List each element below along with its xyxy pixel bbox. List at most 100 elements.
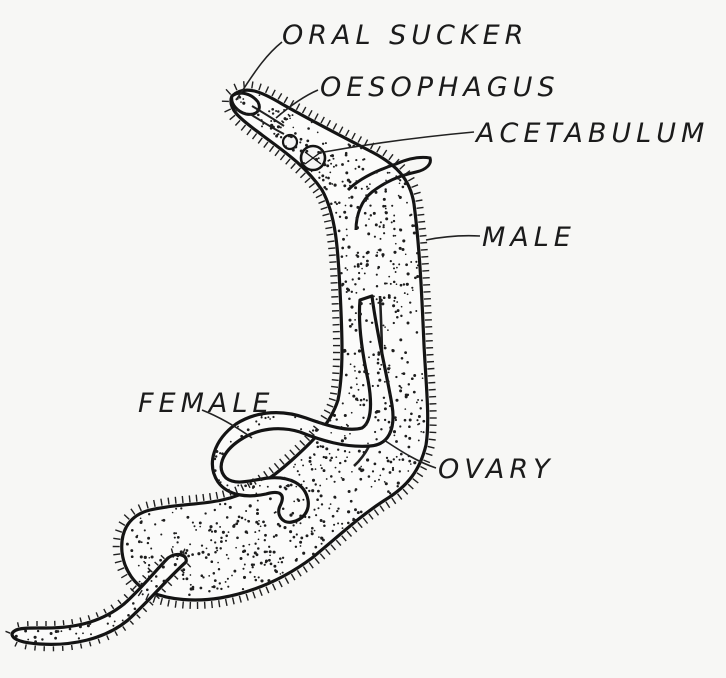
stipple-dot — [404, 435, 407, 438]
stipple-dot — [279, 516, 281, 518]
tegument-spine — [403, 489, 408, 494]
stipple-dot — [410, 412, 413, 415]
stipple-dot — [354, 186, 357, 189]
tegument-spine — [223, 491, 225, 498]
tegument-spine — [421, 250, 428, 251]
tegument-spine — [331, 386, 338, 387]
tegument-spine — [246, 594, 248, 601]
tegument-spine — [115, 561, 122, 563]
stipple-dot — [404, 182, 407, 185]
stipple-dot — [345, 374, 348, 377]
stipple-dot — [278, 561, 280, 563]
stipple-dot — [154, 523, 156, 525]
stipple-dot — [396, 283, 398, 285]
stipple-dot — [407, 322, 410, 325]
tegument-spine — [121, 574, 127, 578]
tegument-spine — [189, 495, 190, 502]
stipple-dot — [415, 261, 417, 263]
tegument-spine — [315, 114, 318, 120]
stipple-dot — [358, 450, 361, 453]
stipple-dot — [360, 147, 362, 149]
tegument-spine — [247, 129, 251, 135]
stipple-dot — [311, 468, 314, 471]
stipple-dot — [382, 226, 384, 228]
stipple-dot — [211, 586, 213, 588]
stipple-dot — [300, 522, 302, 524]
stipple-dot — [175, 532, 177, 534]
stipple-dot — [382, 468, 385, 471]
stipple-dot — [422, 420, 425, 423]
stipple-dot — [206, 547, 208, 549]
tegument-spine — [426, 453, 433, 455]
stipple-dot — [182, 578, 184, 580]
stipple-dot — [138, 565, 140, 567]
tegument-spine — [80, 618, 81, 623]
stipple-dot — [243, 576, 246, 579]
stipple-dot — [366, 260, 369, 263]
stipple-dot — [334, 481, 336, 483]
stipple-dot — [341, 163, 344, 166]
tegument-spine — [258, 138, 262, 144]
stipple-dot — [273, 551, 276, 554]
stipple-dot — [389, 431, 391, 433]
stipple-dot — [397, 177, 400, 180]
stipple-dot — [225, 535, 228, 538]
stipple-dot — [270, 120, 272, 122]
stipple-dot — [355, 329, 358, 332]
stipple-dot — [366, 399, 368, 401]
stipple-dot — [408, 437, 411, 440]
stipple-dot — [418, 439, 420, 441]
stipple-dot — [338, 201, 341, 204]
stipple-dot — [375, 223, 378, 226]
stipple-dot — [252, 487, 254, 489]
stipple-dot — [187, 555, 190, 558]
stipple-dot — [216, 549, 218, 551]
stipple-dot — [350, 306, 353, 309]
tegument-spine — [219, 600, 220, 607]
stipple-dot — [356, 377, 358, 379]
tegument-spine — [280, 155, 284, 161]
tegument-spine — [296, 168, 301, 173]
tegument-spine — [253, 134, 257, 140]
stipple-dot — [225, 581, 227, 583]
stipple-dot — [363, 370, 366, 373]
stipple-dot — [348, 297, 351, 300]
stipple-dot — [396, 316, 399, 319]
stipple-dot — [384, 419, 386, 421]
stipple-dot — [420, 431, 422, 433]
stipple-dot — [407, 470, 409, 472]
stipple-dot — [350, 386, 352, 388]
stipple-dot — [416, 419, 418, 421]
stipple-dot — [407, 272, 410, 275]
stipple-dot — [364, 272, 366, 274]
stipple-dot — [326, 164, 329, 167]
stipple-dot — [302, 499, 304, 501]
stipple-dot — [214, 469, 217, 472]
stipple-dot — [395, 311, 397, 313]
tegument-spine — [428, 376, 435, 377]
stipple-dot — [384, 381, 386, 383]
stipple-dot — [264, 524, 267, 527]
stipple-dot — [227, 578, 229, 580]
tegument-spine — [284, 97, 287, 103]
tegument-spine — [138, 505, 141, 511]
stipple-dot — [293, 536, 296, 539]
stipple-dot — [377, 371, 380, 374]
stipple-dot — [347, 179, 350, 182]
stipple-dot — [399, 459, 401, 461]
stipple-dot — [34, 640, 37, 643]
stipple-dot — [360, 511, 363, 514]
stipple-dot — [416, 331, 419, 334]
stipple-dot — [362, 256, 364, 258]
tegument-spine — [18, 622, 19, 627]
stipple-dot — [350, 500, 353, 503]
stipple-dot — [182, 553, 184, 555]
stipple-dot — [303, 480, 305, 482]
stipple-dot — [174, 563, 177, 566]
stipple-dot — [377, 302, 379, 304]
stipple-dot — [368, 356, 370, 358]
stipple-dot — [417, 399, 419, 401]
stipple-dot — [352, 518, 355, 521]
stipple-dot — [374, 431, 376, 433]
tegument-spine — [285, 455, 290, 460]
